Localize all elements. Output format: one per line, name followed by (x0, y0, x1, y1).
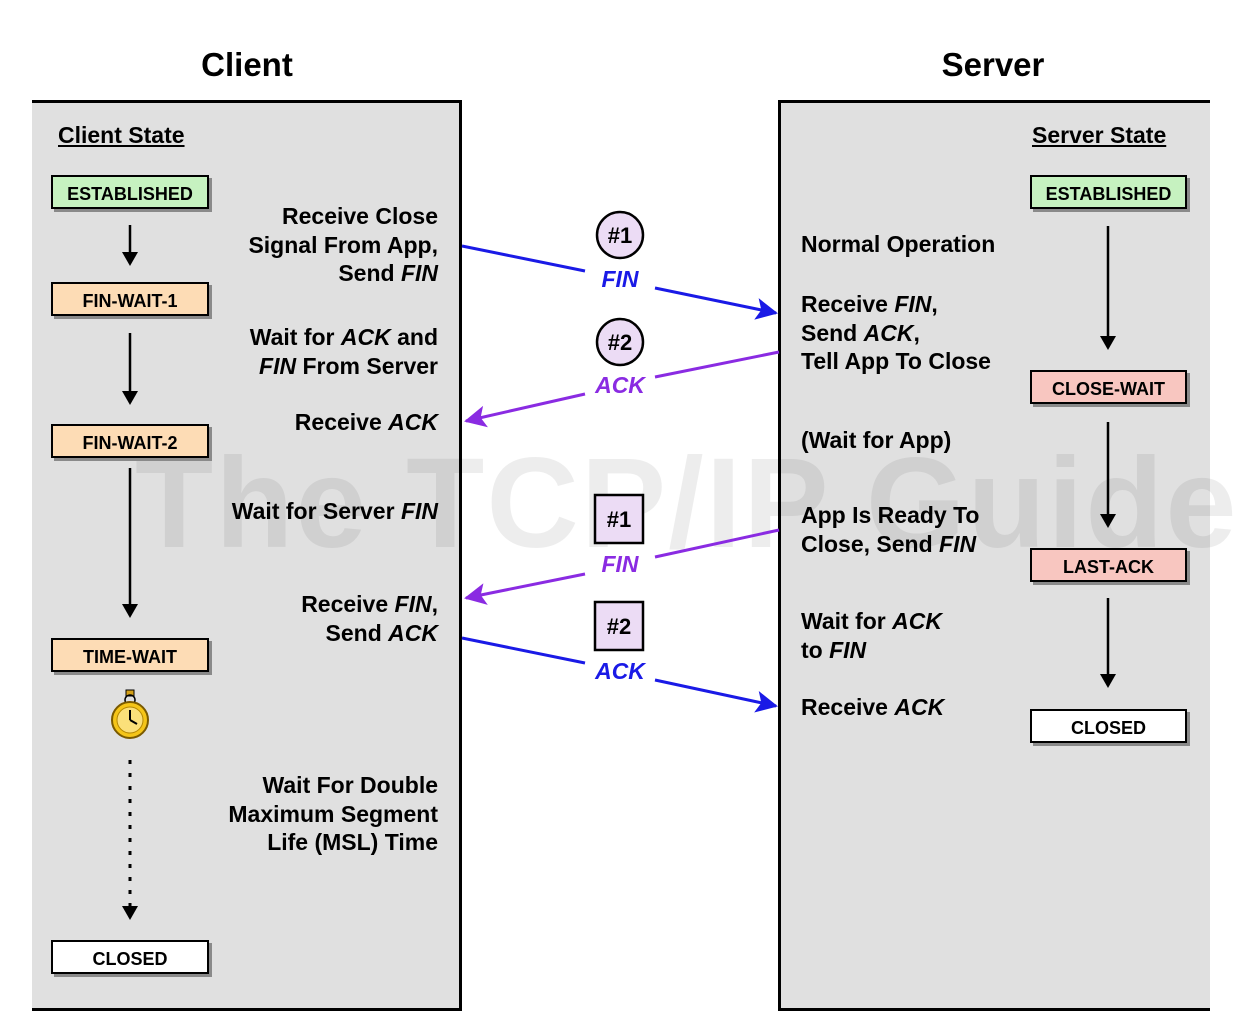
server-state-close-wait: CLOSE-WAIT (1030, 370, 1187, 404)
server-state-transitions (1100, 226, 1116, 688)
client-state-established: ESTABLISHED (51, 175, 209, 209)
server-state-last-ack: LAST-ACK (1030, 548, 1187, 582)
message-3-number-badge (593, 493, 645, 545)
message-4-ack: #2 ACK (461, 600, 778, 713)
client-state-fin-wait-2: FIN-WAIT-2 (51, 424, 209, 458)
server-state-established: ESTABLISHED (1030, 175, 1187, 209)
message-2-number: #2 (608, 330, 632, 355)
server-label-wait-for-app: (Wait for App) (801, 427, 952, 453)
client-title: Client (201, 46, 293, 83)
message-2-ack: #2 ACK (464, 317, 780, 428)
server-state-heading: Server State (1032, 122, 1167, 148)
server-label-receive-fin: Receive FIN, Send ACK, Tell App To Close (801, 291, 991, 374)
client-label-receive-close: Receive Close Signal From App, Send FIN (248, 203, 438, 286)
client-panel (32, 100, 462, 1011)
message-1-number: #1 (608, 223, 632, 248)
server-label-receive-ack: Receive ACK (801, 694, 945, 720)
message-4-number: #2 (607, 614, 631, 639)
message-2-label: ACK (594, 372, 646, 398)
client-state-fin-wait-1: FIN-WAIT-1 (51, 282, 209, 316)
client-label-receive-ack: Receive ACK (294, 409, 438, 435)
client-state-time-wait: TIME-WAIT (51, 638, 209, 672)
server-label-normal-operation: Normal Operation (801, 231, 996, 257)
client-label-wait-ack-fin: Wait for ACK and FIN From Server (249, 324, 438, 379)
message-3-number: #1 (607, 507, 631, 532)
message-2-number-badge (595, 317, 645, 367)
client-state-transitions (122, 225, 138, 920)
message-3-fin: #1 FIN (464, 493, 780, 605)
stopwatch-icon (111, 689, 149, 739)
server-title: Server (941, 46, 1045, 83)
server-label-wait-ack-to-fin: Wait for ACK to FIN (801, 608, 942, 663)
message-4-number-badge (593, 600, 645, 652)
client-label-wait-msl: Wait For Double Maximum Segment Life (MS… (228, 772, 438, 855)
client-label-wait-server-fin: Wait for Server FIN (231, 498, 438, 524)
message-1-number-badge (595, 210, 645, 260)
server-label-app-ready: App Is Ready To Close, Send FIN (801, 502, 980, 557)
client-state-closed: CLOSED (51, 940, 209, 974)
server-state-closed: CLOSED (1030, 709, 1187, 743)
message-4-label: ACK (594, 658, 646, 684)
message-1-fin: #1 FIN (461, 210, 778, 320)
client-state-heading: Client State (58, 122, 185, 148)
message-3-label: FIN (601, 551, 638, 577)
client-label-receive-fin-send-ack: Receive FIN, Send ACK (301, 591, 438, 646)
message-1-label: FIN (601, 266, 638, 292)
